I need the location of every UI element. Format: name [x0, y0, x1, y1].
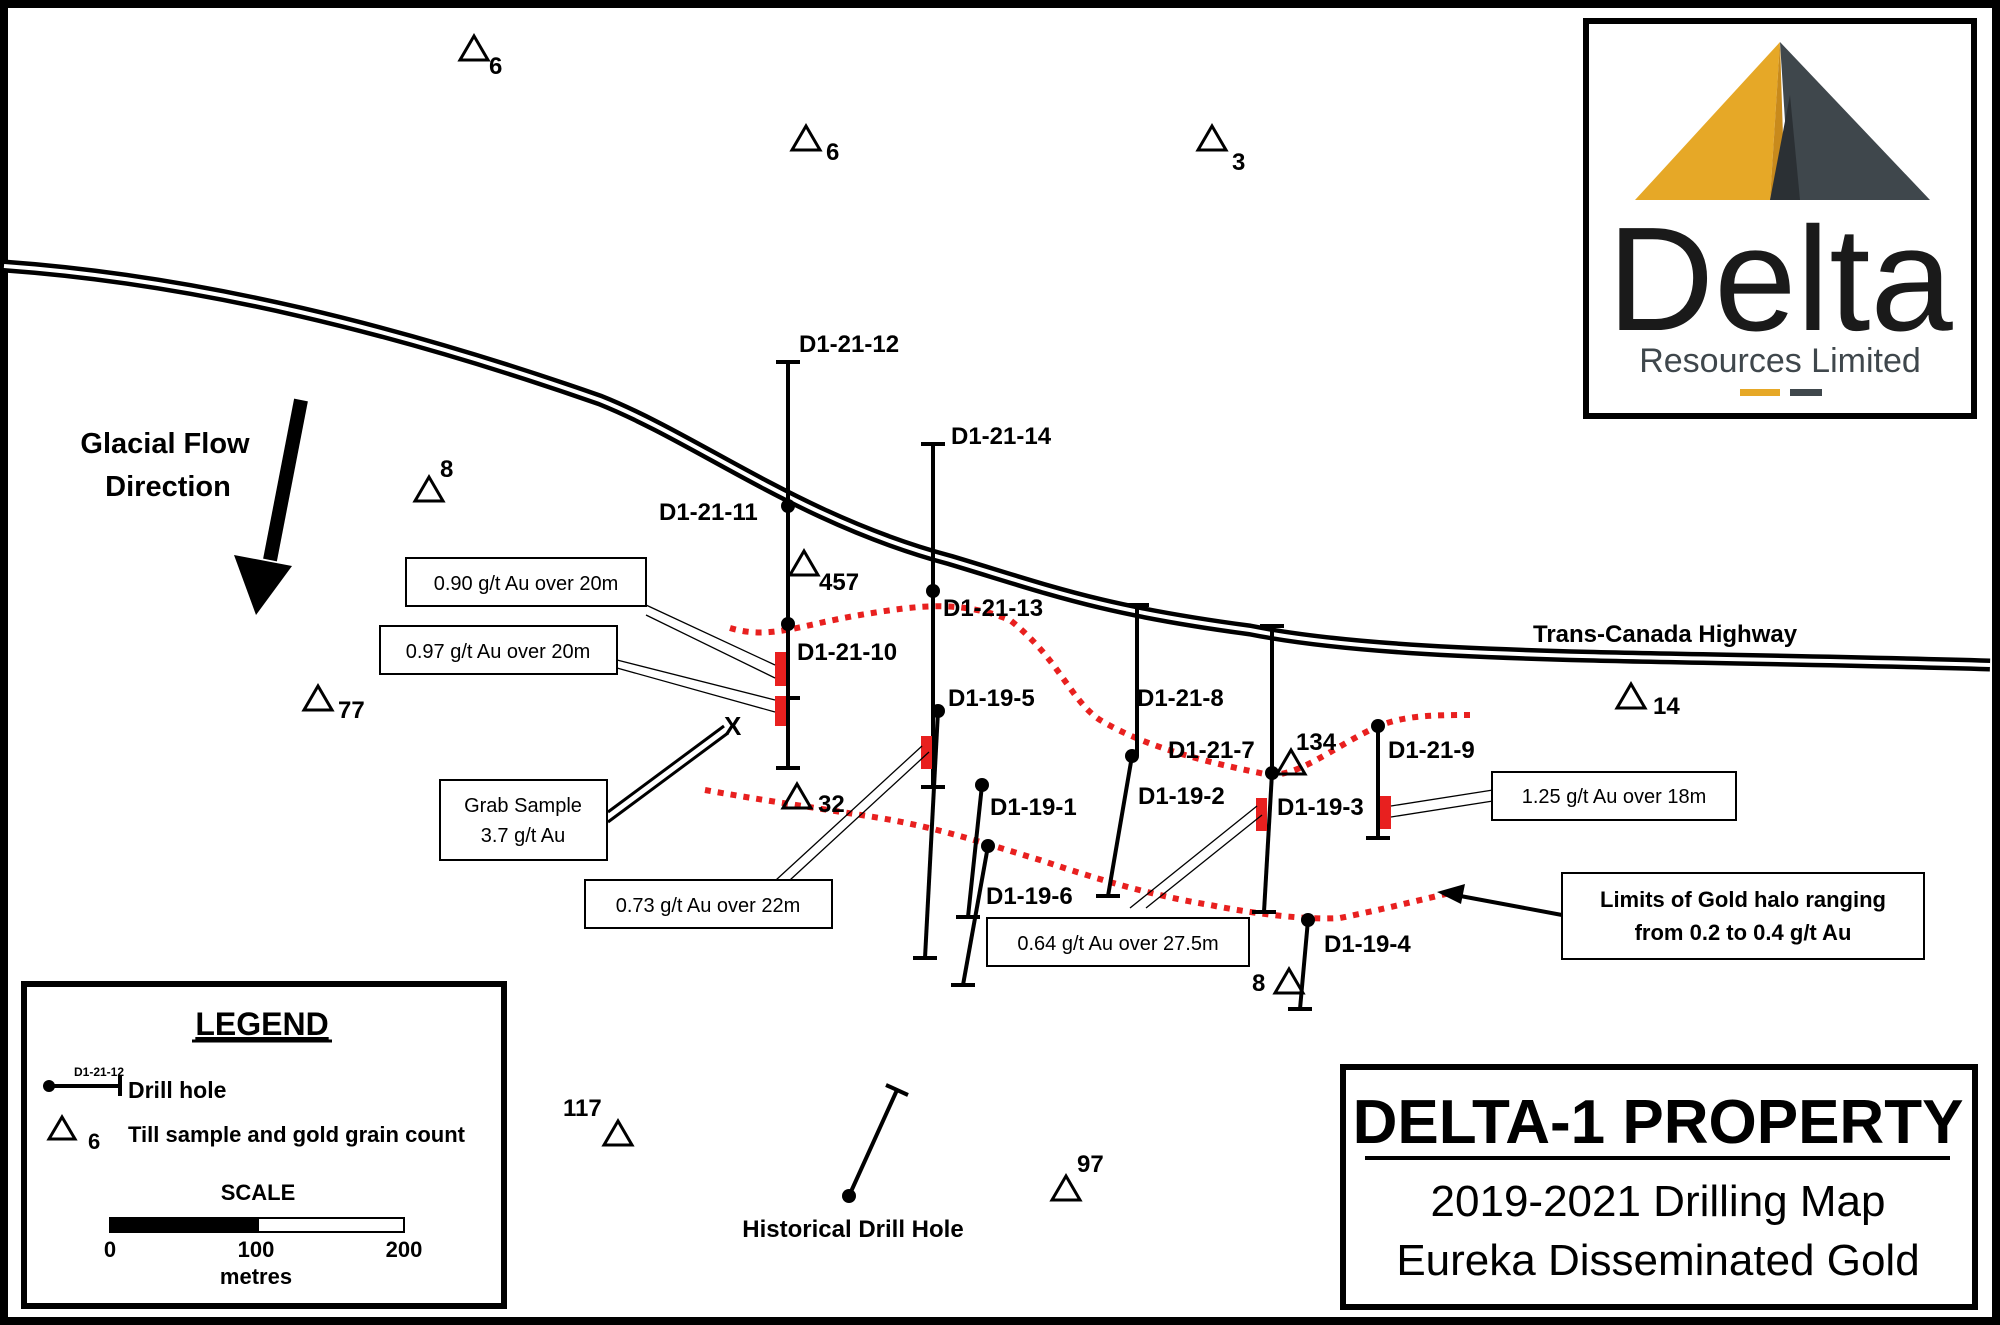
- svg-text:0.73 g/t Au over 22m: 0.73 g/t Au over 22m: [616, 895, 801, 917]
- svg-text:134: 134: [1296, 729, 1337, 756]
- till-sample-counts: 6 6 3 8 457 77 32 134 14 8 117 97: [338, 53, 1680, 1178]
- glacial-flow-label: Glacial Flow Direction: [80, 428, 250, 503]
- svg-text:8: 8: [440, 456, 453, 483]
- svg-text:Eureka Disseminated Gold: Eureka Disseminated Gold: [1396, 1236, 1919, 1285]
- svg-text:457: 457: [819, 569, 859, 596]
- till-sample-markers: [301, 33, 1648, 1202]
- svg-text:8: 8: [1252, 970, 1265, 997]
- svg-text:Limits of Gold halo ranging: Limits of Gold halo ranging: [1600, 887, 1886, 912]
- drill-hole-label: D1-21-11: [659, 499, 758, 526]
- drill-hole-label: D1-21-13: [943, 595, 1043, 622]
- svg-text:0.90 g/t Au over 20m: 0.90 g/t Au over 20m: [434, 573, 619, 595]
- drill-hole-label: D1-19-6: [986, 883, 1073, 910]
- callout-73: 0.73 g/t Au over 22m: [584, 879, 833, 929]
- svg-text:from 0.2 to 0.4 g/t Au: from 0.2 to 0.4 g/t Au: [1635, 920, 1852, 945]
- delta-logo: Delta Resources Limited: [1583, 18, 1977, 419]
- svg-text:6: 6: [489, 53, 502, 80]
- drill-hole-label: D1-19-1: [990, 794, 1077, 821]
- historical-drill-hole-label: Historical Drill Hole: [742, 1216, 963, 1243]
- svg-text:metres: metres: [220, 1264, 292, 1289]
- svg-text:3.7 g/t Au: 3.7 g/t Au: [481, 825, 566, 847]
- svg-text:0: 0: [104, 1237, 116, 1262]
- drill-hole-label: D1-19-5: [948, 685, 1035, 712]
- svg-text:Delta: Delta: [1607, 197, 1953, 362]
- drill-hole-label: D1-21-9: [1388, 737, 1475, 764]
- mineralized-intervals: [775, 652, 1391, 831]
- drill-hole-label: D1-21-8: [1137, 685, 1224, 712]
- callout-90: 0.90 g/t Au over 20m: [405, 557, 647, 607]
- halo-callout-arrow: [1437, 884, 1563, 917]
- trans-canada-highway: [3, 259, 1991, 672]
- grab-sample-marker: X: [724, 711, 742, 741]
- svg-text:LEGEND: LEGEND: [195, 1006, 328, 1042]
- drill-hole-label: D1-21-14: [951, 423, 1052, 450]
- svg-text:SCALE: SCALE: [221, 1180, 296, 1205]
- drill-hole-labels: D1-21-12 D1-21-11 D1-21-10 D1-21-14 D1-2…: [659, 331, 1475, 958]
- svg-text:3: 3: [1232, 149, 1245, 176]
- drill-hole-label: D1-21-12: [799, 331, 899, 358]
- callout-64: 0.64 g/t Au over 27.5m: [986, 917, 1250, 967]
- legend: LEGEND D1-21-12 Drill hole 6 Till sample…: [21, 981, 507, 1309]
- drill-hole-label: D1-19-4: [1324, 931, 1411, 958]
- drill-hole-label: D1-21-7: [1168, 737, 1255, 764]
- drill-hole-traces: [776, 360, 1390, 1203]
- grab-sample-box: Grab Sample 3.7 g/t Au: [439, 779, 608, 861]
- drill-hole-label: D1-19-3: [1277, 794, 1364, 821]
- gold-halo-upper-limit: [729, 603, 1476, 779]
- title-block: DELTA-1 PROPERTY 2019-2021 Drilling Map …: [1340, 1064, 1978, 1310]
- svg-text:14: 14: [1653, 693, 1680, 720]
- svg-text:Till sample and gold grain cou: Till sample and gold grain count: [128, 1122, 466, 1147]
- callout-leaders: [607, 604, 1494, 909]
- svg-text:6: 6: [826, 139, 839, 166]
- svg-text:97: 97: [1077, 1151, 1104, 1178]
- title: DELTA-1 PROPERTY: [1353, 1088, 1964, 1157]
- svg-text:0.64 g/t Au over 27.5m: 0.64 g/t Au over 27.5m: [1017, 933, 1218, 955]
- callout-125: 1.25 g/t Au over 18m: [1491, 771, 1737, 821]
- halo-callout-box: Limits of Gold halo ranging from 0.2 to …: [1561, 872, 1925, 960]
- svg-text:Grab Sample: Grab Sample: [464, 795, 582, 817]
- svg-text:Drill hole: Drill hole: [128, 1077, 226, 1103]
- svg-text:117: 117: [563, 1095, 602, 1122]
- svg-text:6: 6: [88, 1129, 100, 1154]
- svg-text:100: 100: [238, 1237, 275, 1262]
- drill-hole-label: D1-19-2: [1138, 783, 1225, 810]
- highway-label: Trans-Canada Highway: [1533, 621, 1798, 648]
- drill-hole-label: D1-21-10: [797, 639, 897, 666]
- svg-text:77: 77: [338, 697, 365, 724]
- svg-text:Direction: Direction: [105, 471, 231, 503]
- svg-text:32: 32: [818, 791, 845, 818]
- callout-97: 0.97 g/t Au over 20m: [379, 625, 618, 675]
- svg-text:D1-21-12: D1-21-12: [74, 1065, 124, 1079]
- svg-text:200: 200: [386, 1237, 423, 1262]
- svg-text:2019-2021 Drilling Map: 2019-2021 Drilling Map: [1431, 1177, 1886, 1226]
- svg-text:Resources Limited: Resources Limited: [1639, 342, 1921, 380]
- svg-text:0.97 g/t Au over 20m: 0.97 g/t Au over 20m: [406, 641, 591, 663]
- svg-text:Glacial Flow: Glacial Flow: [80, 428, 250, 460]
- glacial-flow-arrow: [234, 398, 308, 615]
- svg-text:1.25 g/t Au over 18m: 1.25 g/t Au over 18m: [1522, 786, 1707, 808]
